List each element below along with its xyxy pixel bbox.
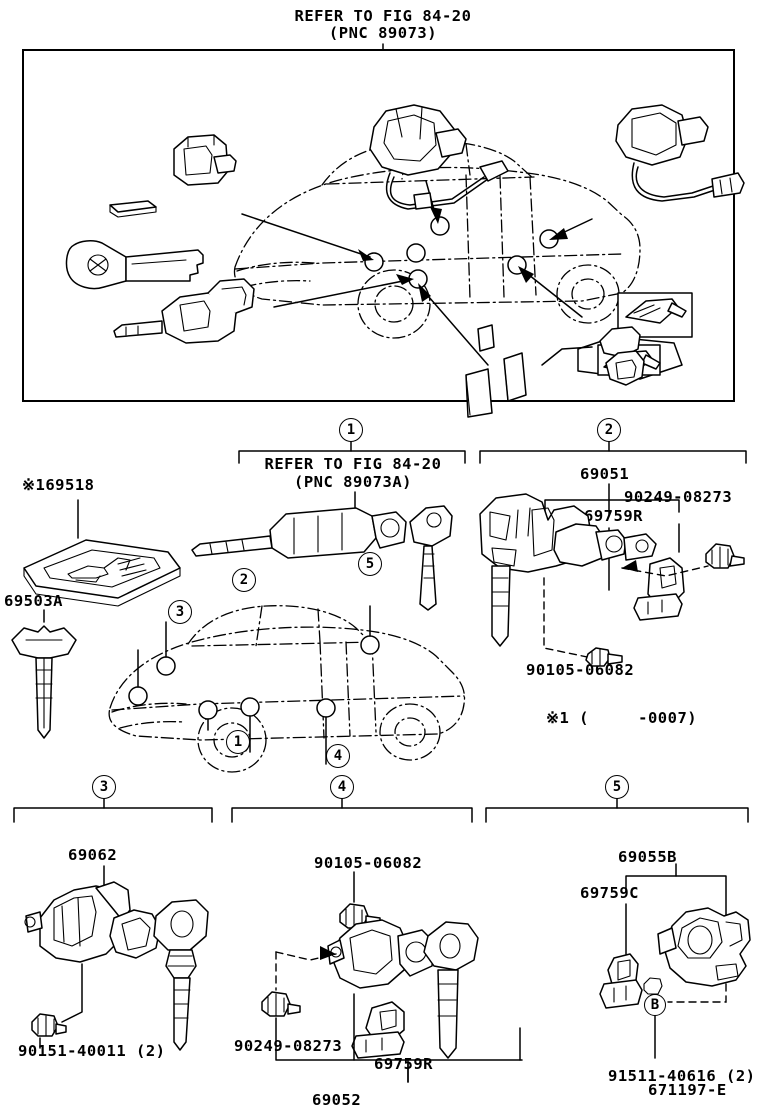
section-2-footnote: ※1 ( -0007) bbox=[546, 709, 698, 727]
section-1-illustration bbox=[108, 491, 466, 773]
section-marker-1: 1 bbox=[339, 418, 363, 442]
section-2-illustration bbox=[479, 483, 745, 667]
section-marker-5: 5 bbox=[605, 775, 629, 799]
section-5-illustration bbox=[599, 863, 751, 1059]
part-label-69759R: 69759R bbox=[584, 507, 643, 525]
part-label-91511-40616: 91511-40616 (2) bbox=[608, 1067, 756, 1085]
section-1-callout-3: 3 bbox=[168, 600, 192, 624]
section-2-bracket bbox=[479, 441, 747, 464]
section-1-note-line1: REFER TO FIG 84-20 bbox=[264, 455, 442, 473]
section-1-callout-5: 5 bbox=[358, 552, 382, 576]
part-label-90249-08273: 90249-08273 bbox=[624, 488, 733, 506]
section-5-bracket bbox=[485, 798, 749, 823]
section-3-illustration bbox=[24, 865, 209, 1051]
top-illustration bbox=[65, 104, 745, 418]
part-label-69503A: 69503A bbox=[4, 592, 63, 610]
part-label-69055B: 69055B bbox=[618, 848, 677, 866]
section-1-note-line2: (PNC 89073A) bbox=[294, 473, 412, 491]
section-marker-4: 4 bbox=[330, 775, 354, 799]
part-label-69051: 69051 bbox=[580, 465, 630, 483]
section-4-bracket bbox=[231, 798, 473, 823]
part-69503A-illustration bbox=[11, 609, 77, 739]
part-label-69062: 69062 bbox=[68, 846, 118, 864]
section-1-callout-2: 2 bbox=[232, 568, 256, 592]
top-note-line2: (PNC 89073) bbox=[328, 24, 438, 42]
section-1-bracket bbox=[238, 441, 466, 464]
figure-id: 671197-E bbox=[648, 1081, 727, 1099]
section-1-callout-4: 4 bbox=[326, 744, 350, 768]
part-69518-illustration bbox=[23, 499, 181, 607]
part-label-90105-06082: 90105-06082 bbox=[526, 661, 635, 679]
part-label-69759C: 69759C bbox=[580, 884, 639, 902]
top-illustration-frame bbox=[22, 49, 735, 402]
section-1-callout-1: 1 bbox=[226, 730, 250, 754]
part-label-69052: 69052 bbox=[312, 1091, 362, 1109]
part-label-90105-06082-s4: 90105-06082 bbox=[314, 854, 423, 872]
section-3-bracket bbox=[13, 798, 213, 823]
section-4-illustration bbox=[261, 871, 523, 1083]
part-label-90249-08273-s4: 90249-08273 bbox=[234, 1037, 343, 1055]
section-marker-2: 2 bbox=[597, 418, 621, 442]
part-label-90151-40011: 90151-40011 (2) bbox=[18, 1042, 166, 1060]
top-note-line1: REFER TO FIG 84-20 bbox=[294, 7, 472, 25]
part-label-69518: ※169518 bbox=[22, 476, 95, 494]
